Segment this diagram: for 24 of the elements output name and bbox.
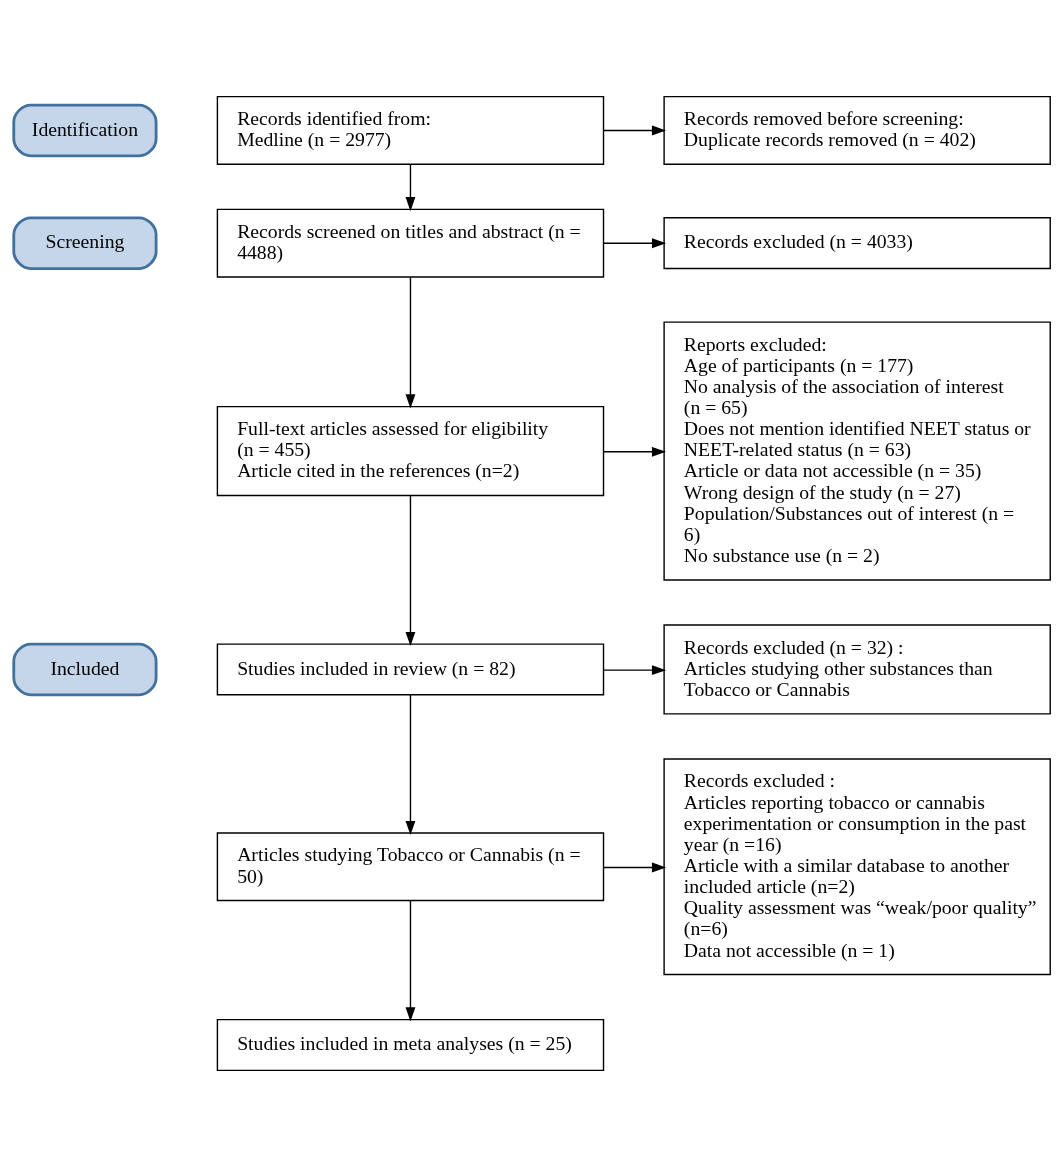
node-box: Records excluded (n = 32) : Articles studying other substances than Tobacco or Cannabis <box>663 624 1051 715</box>
arrow <box>405 276 416 409</box>
node-box: Records identified from: Medline (n = 2977) <box>216 95 605 165</box>
node-box: Full-text articles assessed for eligibility (n = 455) Article cited in the references (n=2) <box>216 405 605 497</box>
node-box: Included <box>12 642 158 697</box>
node-box: Identification <box>12 103 158 158</box>
node-box: Screening <box>12 216 158 270</box>
node-box: Studies included in review (n = 82) <box>216 643 605 696</box>
arrow <box>603 446 667 457</box>
node-box: Records screened on titles and abstract (n = 4488) <box>216 208 605 278</box>
node-box: Records excluded (n = 4033) <box>663 217 1051 270</box>
arrow <box>405 163 416 212</box>
node-box: Records excluded : Articles reporting tobacco or cannabis experimentation or consumption in the past year (n =16) Article with a similar database to another included article (n=2) Quality assessment was “weak/poor quality” (n=6) Data not accessible (n = 1) <box>663 758 1051 976</box>
arrow <box>405 900 416 1022</box>
arrow <box>603 238 667 249</box>
arrow <box>405 694 416 835</box>
node-box: Reports excluded: Age of participants (n = 177) No analysis of the association of interest (n = 65) Does not mention identified NEET status or NEET-related status (n = 63) Article or data not accessible (n = 35) Wrong design of the study (n = 27) Population/Substances out of interest (n = 6) No substance use (n = 2) <box>663 321 1051 581</box>
node-box: Articles studying Tobacco or Cannabis (n = 50) <box>216 832 605 902</box>
node-box: Records removed before screening: Duplicate records removed (n = 402) <box>663 95 1051 165</box>
node-box: Studies included in meta analyses (n = 25) <box>216 1018 605 1072</box>
arrow <box>405 495 416 647</box>
arrow <box>603 862 667 873</box>
arrow <box>603 125 667 136</box>
arrow <box>603 665 667 676</box>
